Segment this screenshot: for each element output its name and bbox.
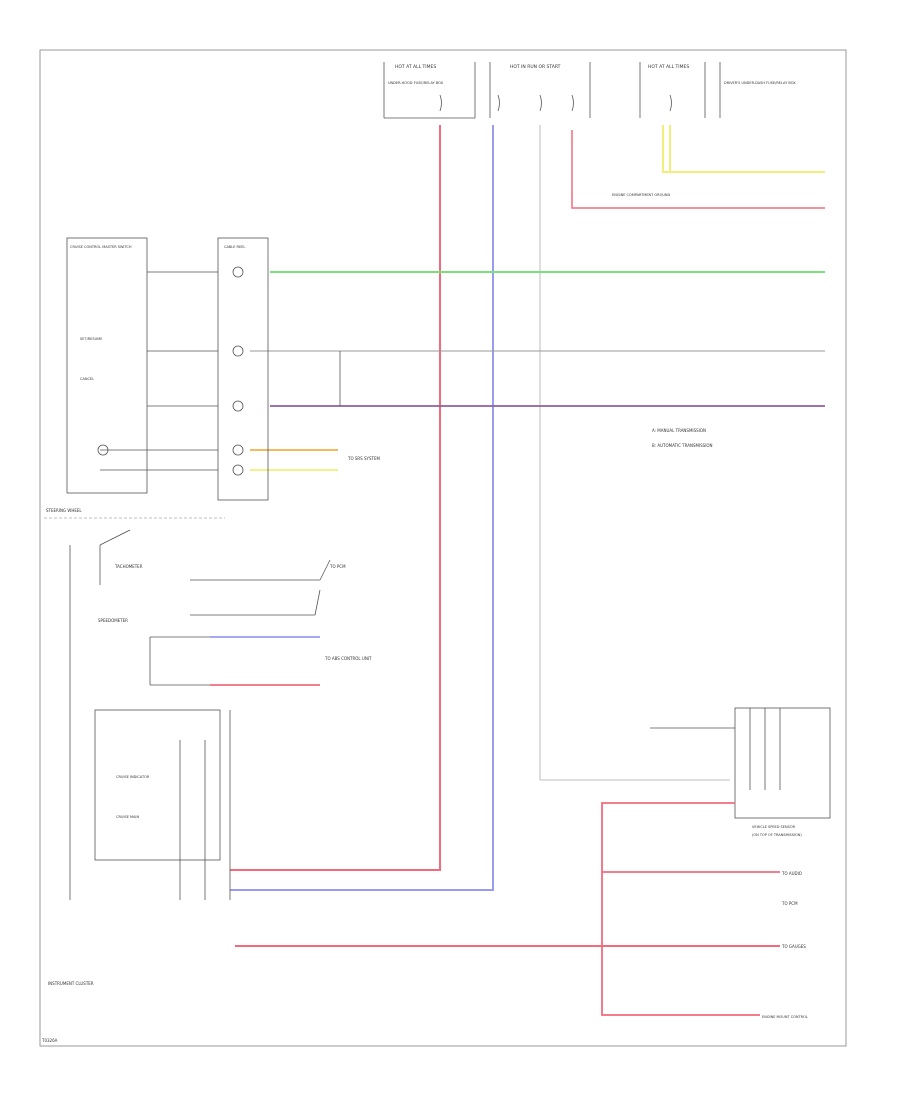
legend-b: B: AUTOMATIC TRANSMISSION xyxy=(652,443,713,448)
wire-red-right xyxy=(571,130,825,209)
cruise-switch-label: CRUISE CONTROL MASTER SWITCH xyxy=(70,245,132,249)
tachometer-label: TACHOMETER xyxy=(114,564,143,569)
diagram-frame xyxy=(39,49,847,1047)
cable-reel-label: CABLE REEL xyxy=(224,245,245,249)
wire-red-main xyxy=(230,125,441,871)
legend-a: A: MANUAL TRANSMISSION xyxy=(652,428,706,433)
speedometer-label: SPEEDOMETER xyxy=(98,618,128,623)
to-gauges-label: TO GAUGES xyxy=(781,944,806,949)
corner-code: T0326A xyxy=(41,1038,58,1043)
instrument-cluster-label: INSTRUMENT CLUSTER xyxy=(48,981,94,986)
wire-red-lower-right xyxy=(601,802,760,1016)
wire-blue-main xyxy=(230,125,494,891)
to-srs-label: TO SRS SYSTEM xyxy=(347,456,380,461)
cruise-switch-box xyxy=(66,237,148,494)
vss-sub: (ON TOP OF TRANSMISSION) xyxy=(752,833,802,837)
vss-label: VEHICLE SPEED SENSOR xyxy=(752,825,796,829)
dash-fuse-label: DRIVER'S UNDER-DASH FUSE/RELAY BOX xyxy=(724,81,796,85)
cable-reel-box xyxy=(217,237,269,501)
hot-at-all-times-left: HOT AT ALL TIMES xyxy=(395,64,436,70)
cluster-box xyxy=(94,709,231,900)
to-abs-label: TO ABS CONTROL UNIT xyxy=(324,656,372,661)
eng-compartment-label: ENGINE COMPARTMENT GROUND xyxy=(612,193,671,197)
to-pcm-bottom: TO PCM xyxy=(781,901,798,906)
switch-connectors xyxy=(97,266,244,476)
cruise-indicator-label: CRUISE INDICATOR xyxy=(116,775,150,779)
fuse-symbols xyxy=(439,94,672,112)
under-hood-label: UNDER-HOOD FUSE/RELAY BOX xyxy=(388,81,444,85)
hot-in-run-start: HOT IN RUN OR START xyxy=(510,64,561,70)
cancel-label: CANCEL xyxy=(80,377,94,381)
steering-wheel-label: STEERING WHEEL xyxy=(46,508,82,513)
hot-at-all-times-right: HOT AT ALL TIMES xyxy=(648,64,689,70)
top-fuse-section xyxy=(383,62,721,119)
to-pcm-mid: TO PCM xyxy=(329,564,346,569)
vss-lines xyxy=(650,708,781,790)
engine-mount-label: ENGINE MOUNT CONTROL xyxy=(762,1015,808,1019)
cruise-main-label: CRUISE MAIN xyxy=(116,815,139,819)
vss-box xyxy=(734,707,831,819)
to-audio-label: TO AUDIO xyxy=(781,871,802,876)
set-resume-label: SET/RESUME xyxy=(80,337,102,341)
cluster-wiring xyxy=(69,529,331,900)
wire-yellow-top xyxy=(662,125,825,173)
